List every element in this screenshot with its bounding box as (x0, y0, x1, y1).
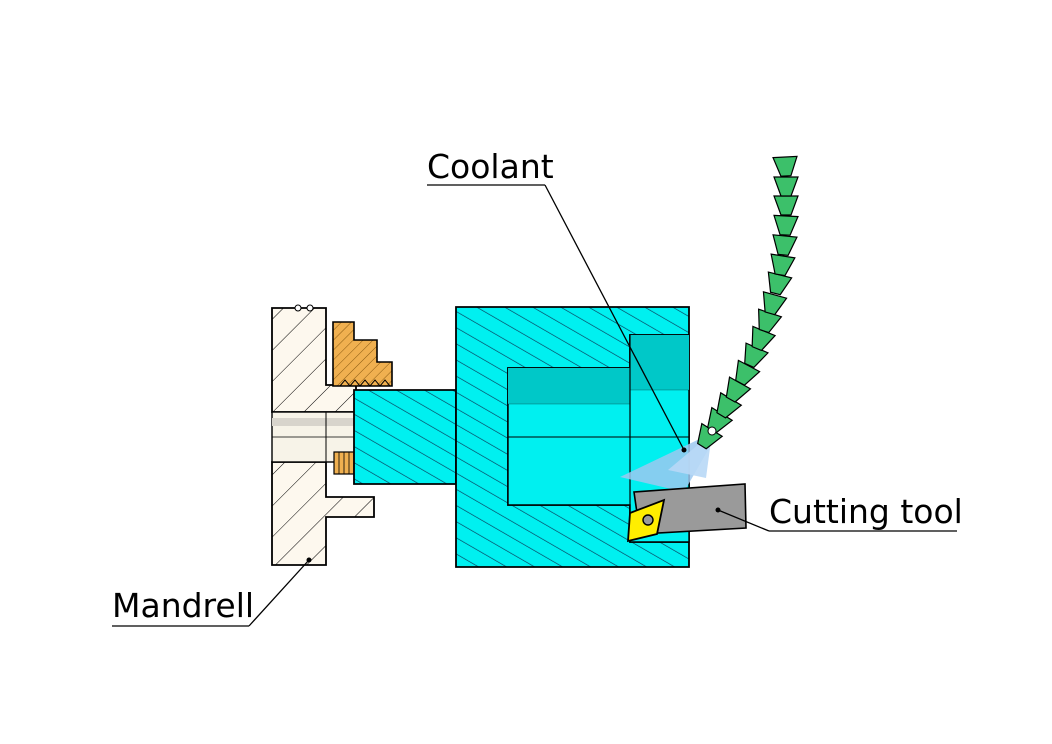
nozzle-segment (770, 253, 796, 277)
chuck-jaw (332, 321, 393, 387)
nozzle-segment (772, 155, 798, 177)
mandrell-callout: Mandrell (112, 557, 312, 627)
coolant-spray (620, 433, 712, 492)
segmented-coolant-nozzle-icon (697, 155, 799, 450)
nozzle-segment (762, 290, 788, 316)
chuck-jaw-body (332, 321, 393, 387)
cutting-tool-label: Cutting tool (769, 492, 963, 531)
nozzle-segment (773, 195, 799, 216)
workpiece-shank (353, 389, 457, 485)
nozzle-segment (735, 359, 761, 386)
nozzle-tip (707, 426, 717, 436)
cutting-tool (627, 483, 747, 543)
nozzle-segment (767, 271, 793, 296)
coolant-callout: Coolant (427, 147, 687, 453)
nozzle-segment (773, 176, 799, 197)
coolant-label: Coolant (427, 147, 554, 186)
workpiece (353, 306, 690, 568)
cutting-tool-callout: Cutting tool (715, 492, 963, 532)
mandrel-lower-flange (271, 461, 375, 566)
mandrell-label: Mandrell (112, 586, 254, 625)
nozzle-segment (773, 214, 799, 236)
nozzle-segment (772, 234, 798, 257)
